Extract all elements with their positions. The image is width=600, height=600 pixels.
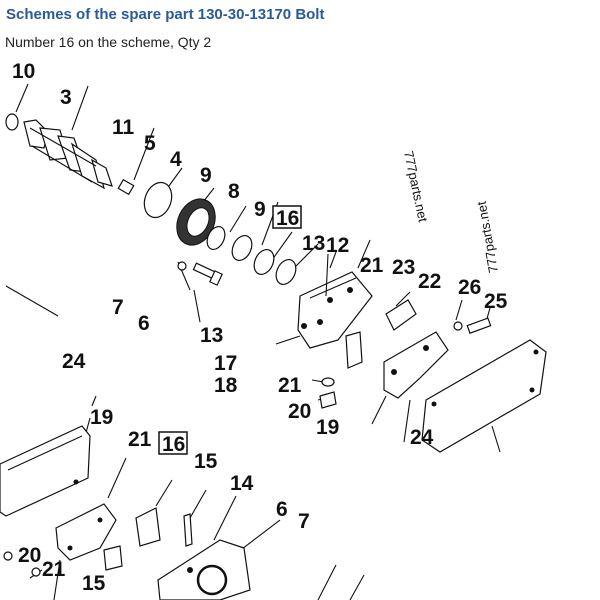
part-label: 15 (82, 572, 106, 595)
part-label: 19 (90, 406, 113, 429)
bracket-plate-part (297, 253, 373, 349)
highlighted-part-16[interactable]: 16 (272, 205, 302, 230)
part-label: 26 (458, 276, 481, 299)
part-label: 25 (484, 290, 508, 313)
part-label: 10 (12, 60, 35, 83)
washer-part (31, 567, 41, 577)
washer-part (3, 551, 13, 561)
bolt-part (466, 317, 492, 334)
part-number-labels: 10 3 11 5 4 9 8 9 13 12 21 23 22 26 25 7… (12, 60, 508, 595)
part-label: 21 (42, 558, 66, 581)
part-label: 12 (326, 234, 349, 257)
ring-part (275, 259, 297, 285)
part-label: 21 (278, 374, 302, 397)
part-label: 21 (128, 428, 152, 451)
part-label: 24 (62, 350, 86, 373)
part-label: 13 (302, 232, 325, 255)
part-label: 3 (60, 86, 72, 109)
part-label: 24 (410, 426, 434, 449)
seal-ring-part (206, 226, 226, 250)
part-label: 6 (276, 498, 288, 521)
part-label: 11 (112, 116, 135, 139)
part-label: 4 (170, 148, 182, 171)
nut-part (319, 391, 337, 409)
part-label: 8 (228, 180, 240, 203)
o-ring-part (143, 181, 173, 219)
highlighted-part-label: 16 (276, 207, 299, 230)
washer-part (453, 321, 463, 331)
part-subtitle: Number 16 on the scheme, Qty 2 (5, 34, 212, 50)
page-title: Schemes of the spare part 130-30-13170 B… (6, 6, 325, 23)
bolt-part (117, 178, 135, 196)
long-panel-part (0, 425, 91, 517)
leader-lines (5, 83, 501, 600)
part-label: 7 (298, 510, 310, 533)
drive-shaft-part (23, 119, 113, 190)
part-label: 20 (18, 544, 41, 567)
ring-part (231, 235, 253, 261)
part-label: 17 (214, 352, 237, 375)
part-label: 22 (418, 270, 441, 293)
part-label: 5 (144, 132, 156, 155)
cover-plate-part (421, 339, 547, 453)
lower-housing-part (157, 539, 251, 600)
ring-part (253, 249, 275, 275)
part-label: 20 (288, 400, 311, 423)
part-label: 13 (200, 324, 223, 347)
watermark: 777parts.net (474, 200, 501, 274)
toothed-ring-part (176, 198, 216, 246)
bolt-13-part (177, 261, 223, 286)
bracket-part (383, 331, 449, 399)
watermark: 777parts.net (401, 150, 431, 224)
circlip-part (5, 113, 19, 131)
highlighted-part-label: 16 (162, 433, 185, 456)
part-label: 21 (360, 254, 384, 277)
part-label: 7 (112, 296, 124, 319)
part-label: 14 (230, 472, 254, 495)
lower-bracket-part (55, 503, 193, 571)
part-label: 18 (214, 374, 238, 397)
clip-part (345, 331, 363, 369)
part-label: 9 (200, 164, 212, 187)
washer-part (321, 377, 335, 387)
clip-part (385, 299, 417, 331)
part-label: 23 (392, 256, 415, 279)
highlighted-part-16[interactable]: 16 (158, 431, 188, 456)
part-label: 9 (254, 198, 266, 221)
part-label: 6 (138, 312, 150, 335)
part-label: 19 (316, 416, 339, 439)
part-label: 15 (194, 450, 218, 473)
